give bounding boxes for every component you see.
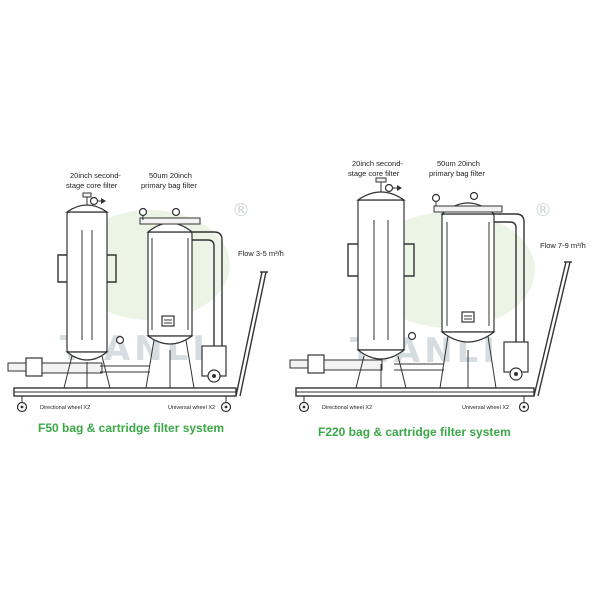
bag-filter-housing — [433, 202, 503, 389]
flow-label: Flow 7-9 m³/h — [540, 241, 586, 250]
drain-valve-icon — [407, 331, 417, 341]
valve-icon — [431, 191, 479, 206]
bag-filter-label-line2: primary bag filter — [429, 169, 485, 178]
core-filter-housing — [347, 177, 415, 389]
directional-wheel — [16, 396, 28, 413]
cart-frame — [295, 261, 572, 397]
directional-wheel — [298, 396, 310, 413]
outlet-pipe — [494, 213, 529, 381]
bag-filter-label-line2: primary bag filter — [141, 181, 197, 190]
core-filter-label-line2: stage core filter — [66, 181, 118, 190]
valve-icon — [138, 207, 181, 220]
caption-f50: F50 bag & cartridge filter system — [38, 421, 224, 435]
universal-wheel — [220, 396, 232, 413]
bag-filter-label-line1: 50um 20inch — [437, 159, 480, 168]
caption-f220: F220 bag & cartridge filter system — [318, 425, 511, 439]
system-f50: TIANLI ® Directional wheel X2 Universal … — [7, 171, 284, 435]
pressure-gauge-icon — [384, 183, 402, 193]
core-filter-label-line2: stage core filter — [348, 169, 400, 178]
core-filter-label-line1: 20inch second- — [70, 171, 121, 180]
directional-wheel-label: Directional wheel X2 — [40, 405, 90, 411]
system-f220: TIANLI ® Directional wheel X2 Universal … — [289, 159, 586, 439]
pressure-gauge-icon — [89, 196, 106, 206]
outlet-pipe — [192, 231, 227, 383]
registered-mark: ® — [534, 200, 552, 221]
core-filter-label-line1: 20inch second- — [352, 159, 403, 168]
universal-wheel-label: Universal wheel X2 — [168, 405, 215, 411]
directional-wheel-label: Directional wheel X2 — [322, 405, 372, 411]
inlet-pipe — [7, 357, 103, 377]
cart-frame — [13, 271, 268, 397]
core-filter-housing — [57, 192, 117, 389]
drain-valve-icon — [115, 335, 125, 345]
universal-wheel — [518, 396, 530, 413]
registered-mark: ® — [232, 200, 250, 221]
bag-filter-housing — [139, 217, 201, 389]
bag-filter-label-line1: 50um 20inch — [149, 171, 192, 180]
inlet-pipe — [289, 354, 383, 374]
flow-label: Flow 3-5 m³/h — [238, 249, 284, 258]
universal-wheel-label: Universal wheel X2 — [462, 405, 509, 411]
